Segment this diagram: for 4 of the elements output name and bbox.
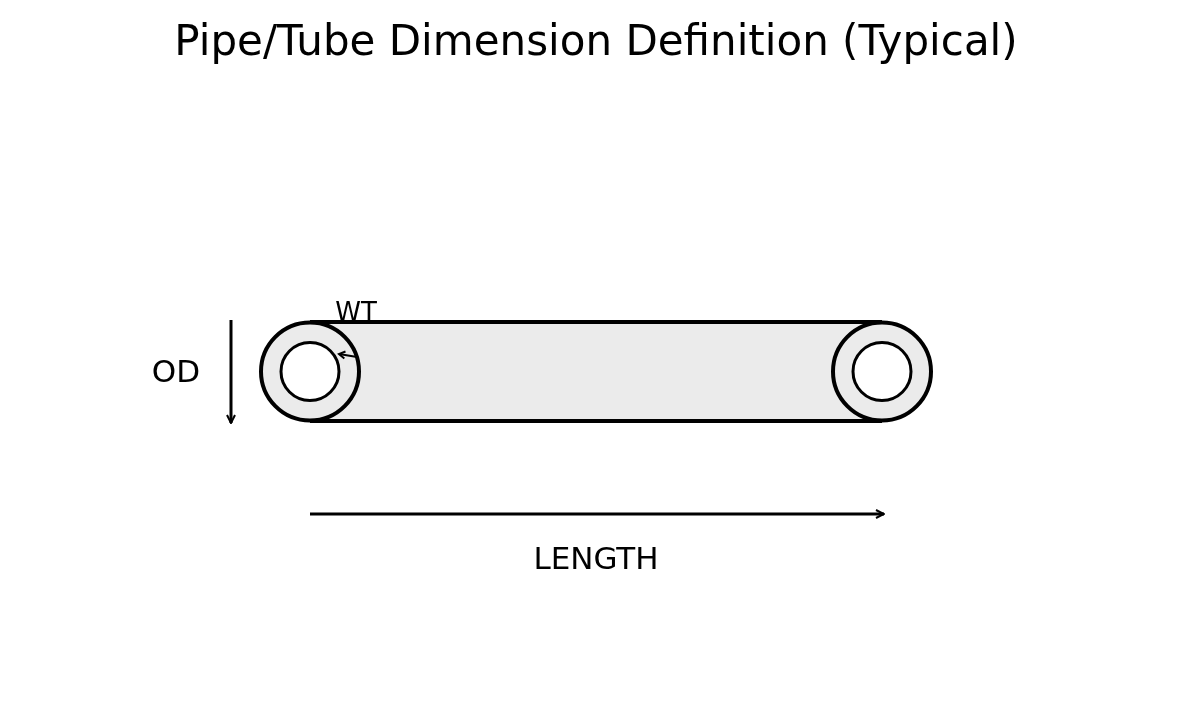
dimension-label: WT bbox=[335, 298, 377, 328]
dimension-label: LENGTH bbox=[533, 541, 659, 577]
dimension-label: OD bbox=[151, 354, 201, 390]
diagram-title: Pipe/Tube Dimension Definition (Typical) bbox=[173, 16, 1019, 66]
